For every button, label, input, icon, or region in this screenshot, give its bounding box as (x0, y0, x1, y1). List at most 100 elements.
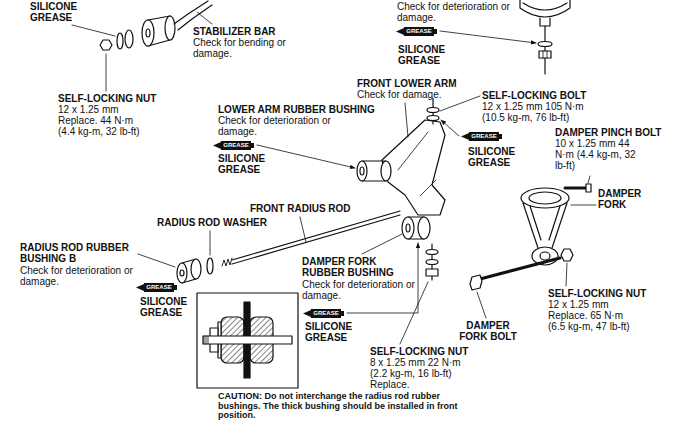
part-label: LOWER ARM RUBBER BUSHING (218, 104, 383, 115)
grease-arrow (347, 243, 418, 313)
part-label: SILICONE GREASE (398, 44, 458, 66)
leader-line (362, 234, 402, 254)
stabilizer-bushing (142, 20, 154, 46)
washer (125, 30, 133, 48)
bushing-hole (406, 224, 410, 232)
washer (538, 42, 552, 47)
grease-arrow (257, 145, 355, 168)
leader-line (300, 217, 306, 242)
part-label: SELF-LOCKING NUT (58, 93, 178, 104)
arm-rib (398, 132, 436, 196)
caution-note: CAUTION: Do not interchange the radius r… (218, 392, 468, 421)
washer (427, 108, 439, 113)
grease-icon-text: GREASE (469, 132, 499, 141)
grease-arrow (441, 120, 459, 136)
ball-joint-stud (540, 18, 550, 26)
grease-icon-text: GREASE (311, 309, 341, 318)
nut-facet (543, 51, 544, 58)
spec-text: 12 x 1.25 mm Replace. 44 N·m (4.4 kg-m, … (58, 104, 153, 137)
boot-ridge (523, 3, 567, 10)
spec-text: 10 x 1.25 mm 44 N·m (4.4 kg-m, 32 lb-ft) (555, 138, 647, 171)
leader-line (405, 103, 408, 137)
leader-line (138, 254, 175, 267)
rod-section (203, 336, 292, 344)
grease-icon (251, 143, 254, 148)
radius-rod-bushing (177, 263, 187, 283)
part-label: DAMPER FORK BOLT (453, 320, 523, 342)
ball-joint-stud (544, 26, 545, 74)
leader-line (571, 205, 596, 206)
stabilizer-bar (174, 1, 212, 30)
bushing-hole (360, 167, 364, 175)
damper-fork-bushing (418, 217, 430, 239)
part-label: DAMPER FORK (598, 188, 658, 210)
spec-text: Check for deterioration or damage. (302, 279, 417, 301)
grease-icon-text: GREASE (404, 27, 434, 36)
leader-line (72, 25, 115, 36)
damper-fork-bushing (402, 217, 414, 239)
bushing-hole (180, 270, 184, 276)
spec-text: Check for deterioration or damage. (20, 265, 135, 287)
part-label: SILICONE GREASE (305, 321, 365, 343)
bushing-hole (540, 252, 550, 260)
damper-fork-arm (523, 203, 567, 248)
grease-icon (213, 142, 221, 149)
grease-icon (499, 134, 502, 139)
grease-icon (341, 311, 344, 316)
part-label: SILICONE GREASE (140, 296, 200, 318)
nut-facet (547, 51, 548, 58)
spec-text: 8 x 1.25 mm 22 N·m (2.2 kg-m, 16 lb-ft) … (370, 357, 470, 390)
part-label: RADIUS ROD WASHER (157, 217, 287, 228)
rod-thread (222, 258, 232, 266)
inset-frame (197, 293, 298, 388)
damper-fork-bolt (480, 258, 560, 279)
damper-fork-clamp (529, 192, 561, 204)
leader-line (477, 292, 486, 318)
spec-text: Check for damage. (357, 89, 477, 100)
front-lower-arm (382, 120, 445, 215)
radius-rod-bushing (191, 259, 201, 279)
spec-text: Check for deterioration or damage. (397, 1, 512, 23)
part-label: SILICONE GREASE (30, 1, 90, 23)
part-label: SELF-LOCKING BOLT (482, 90, 632, 101)
damper-pinch-bolt (565, 187, 586, 190)
grease-icon (396, 28, 404, 35)
grease-icon (303, 310, 311, 317)
leader-line (440, 96, 480, 111)
part-label: STABILIZER BAR (193, 26, 313, 37)
stabilizer-bushing (165, 16, 175, 40)
part-label: SILICONE GREASE (218, 153, 278, 175)
grease-icon (434, 29, 437, 34)
grease-icon (461, 133, 469, 140)
washer (117, 33, 123, 49)
ball-joint-boot (520, 0, 570, 17)
grease-icon (404, 27, 434, 36)
grease-icon (174, 285, 177, 290)
washer (426, 250, 438, 255)
lower-arm-bushing (381, 161, 391, 181)
bushing-hole (146, 29, 150, 37)
part-label: FRONT LOWER ARM (357, 78, 477, 89)
part-label: FRONT RADIUS ROD (250, 203, 370, 214)
grease-icon (136, 284, 144, 291)
lower-arm-bushing (357, 161, 367, 181)
grease-icon-text: GREASE (221, 141, 251, 150)
hex-nut (561, 249, 573, 261)
part-label: DAMPER PINCH BOLT (555, 127, 685, 138)
hex-nut (426, 269, 438, 276)
grease-icon (221, 141, 251, 150)
rod-thread (204, 336, 208, 344)
part-label: SELF-LOCKING NUT (548, 288, 678, 299)
leader-line (106, 54, 107, 91)
grease-icon-text: GREASE (144, 283, 174, 292)
damper-pinch-bolt (586, 184, 591, 192)
part-label: SILICONE GREASE (468, 146, 528, 168)
part-label: DAMPER FORK RUBBER BUSHING (302, 256, 412, 278)
spec-text: Check for bending or damage. (193, 37, 295, 59)
grease-arrow (440, 31, 536, 43)
damper-fork-clamp (521, 188, 569, 208)
leader-line (197, 12, 212, 24)
grease-icon (311, 309, 341, 318)
spec-text: 12 x 1.25 mm 105 N·m (10.5 kg-m, 76 lb-f… (482, 101, 590, 123)
